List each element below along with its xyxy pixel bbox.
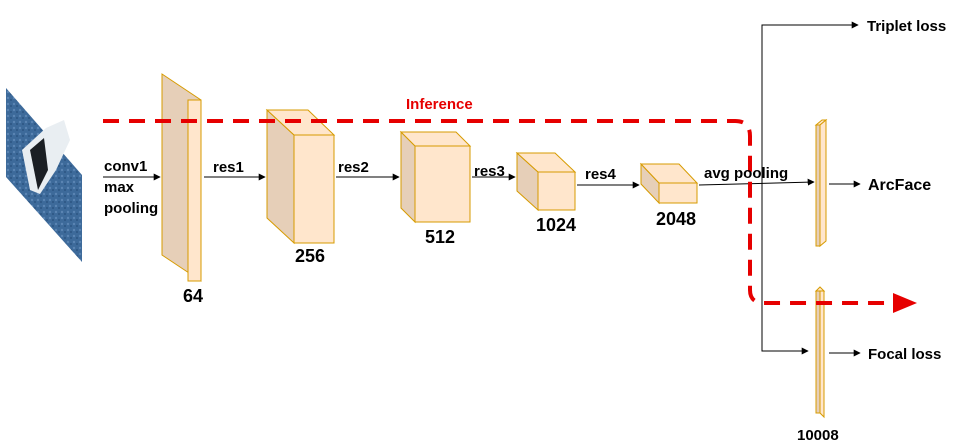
size-512: 512 <box>425 227 455 247</box>
block-256 <box>265 108 336 245</box>
label-res4: res4 <box>585 166 617 183</box>
label-res1: res1 <box>213 159 244 176</box>
block-2048 <box>639 162 699 205</box>
block-arcface <box>814 118 828 248</box>
size-2048: 2048 <box>656 209 696 229</box>
block-1024 <box>515 151 577 212</box>
label-max: max <box>104 179 135 196</box>
flow-arrows <box>103 21 861 357</box>
block-64 <box>161 73 202 282</box>
inference-label: Inference <box>406 96 473 113</box>
head-arcface: ArcFace <box>868 177 931 194</box>
label-conv1: conv1 <box>104 158 147 175</box>
input-image <box>6 88 82 262</box>
head-focal-loss: Focal loss <box>868 346 941 363</box>
size-1024: 1024 <box>536 215 576 235</box>
arrow-avg-pooling <box>698 178 815 186</box>
arrow-focal-branch <box>761 182 809 355</box>
block-10008 <box>814 286 826 419</box>
size-256: 256 <box>295 246 325 266</box>
label-res2: res2 <box>338 159 369 176</box>
label-pooling: pooling <box>104 200 158 217</box>
block-512 <box>399 130 472 224</box>
head-triplet-loss: Triplet loss <box>867 18 946 35</box>
arrow-triplet <box>761 21 859 182</box>
inference-path <box>103 119 917 313</box>
label-avg-pooling: avg pooling <box>704 165 788 182</box>
size-64: 64 <box>183 286 203 306</box>
label-res3: res3 <box>474 163 505 180</box>
size-10008: 10008 <box>797 427 839 444</box>
inference-arrowhead <box>893 293 917 313</box>
